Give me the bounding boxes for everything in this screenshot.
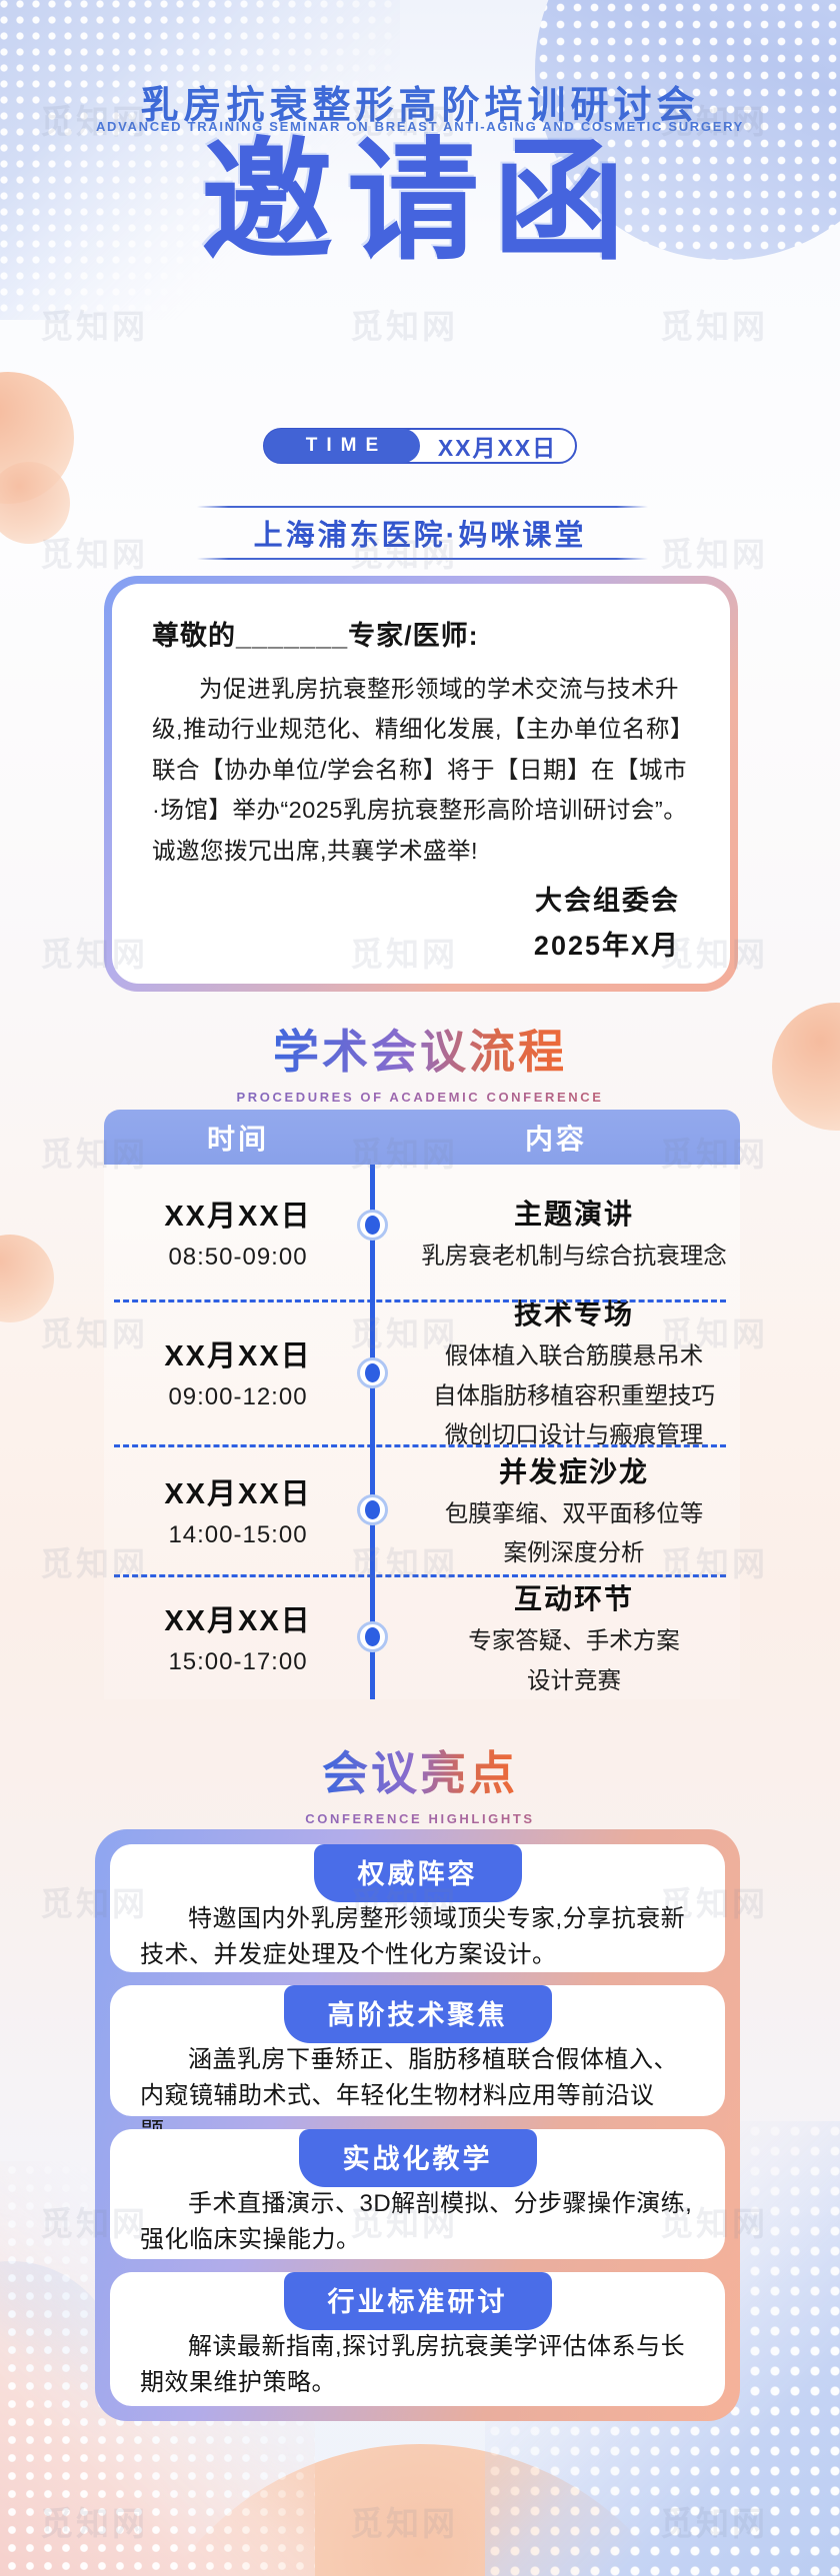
highlights-section-title: 会议亮点 bbox=[322, 1737, 518, 1803]
event-title: 乳房抗衰整形高阶培训研讨会 bbox=[140, 85, 700, 127]
letter-inner: 尊敬的_______专家/医师: 为促进乳房抗衰整形领域的学术交流与技术升级,推… bbox=[112, 584, 730, 984]
table-row: XX月XX日 08:50-09:00 主题演讲 乳房衰老机制与综合抗衰理念 bbox=[104, 1165, 740, 1299]
highlights-section-header: 会议亮点 CONFERENCE HIGHLIGHTS bbox=[0, 1737, 840, 1826]
main-title: 邀请函 bbox=[201, 128, 639, 275]
schedule-section-title: 学术会议流程 bbox=[273, 1016, 567, 1082]
highlight-card: 实战化教学 手术直播演示、3D解剖模拟、分步骤操作演练,强化临床实操能力。 bbox=[110, 2129, 725, 2259]
highlight-text: 解读最新指南,探讨乳房抗衰美学评估体系与长期效果维护策略。 bbox=[140, 2333, 686, 2396]
schedule-table: 时间 内容 XX月XX日 08:50-09:00 主题演讲 乳房衰老机制与综合抗… bbox=[104, 1110, 740, 1699]
letter-signoff-date: 2025年X月 bbox=[533, 930, 680, 961]
row-title: 技术专场 bbox=[513, 1298, 634, 1330]
letter-salutation: 尊敬的_______专家/医师: bbox=[152, 621, 479, 651]
timeline-dot bbox=[357, 1357, 388, 1388]
invitation-letter-card: 尊敬的_______专家/医师: 为促进乳房抗衰整形领域的学术交流与技术升级,推… bbox=[104, 576, 738, 992]
table-row: XX月XX日 14:00-15:00 并发症沙龙 包膜挛缩、双平面移位等 案例深… bbox=[104, 1444, 740, 1574]
row-time: 08:50-09:00 bbox=[168, 1244, 308, 1271]
highlights-panel: 权威阵容 特邀国内外乳房整形领域顶尖专家,分享抗衰新技术、并发症处理及个性化方案… bbox=[95, 1829, 740, 2421]
highlight-text: 手术直播演示、3D解剖模拟、分步骤操作演练,强化临床实操能力。 bbox=[140, 2190, 693, 2253]
row-title: 并发症沙龙 bbox=[498, 1455, 649, 1487]
row-separator bbox=[114, 1574, 726, 1577]
row-separator bbox=[114, 1299, 726, 1302]
row-detail: 乳房衰老机制与综合抗衰理念 bbox=[421, 1242, 727, 1269]
highlight-label: 行业标准研讨 bbox=[283, 2272, 552, 2330]
highlight-label: 实战化教学 bbox=[298, 2129, 537, 2187]
row-date: XX月XX日 bbox=[164, 1201, 312, 1233]
table-row: XX月XX日 09:00-12:00 技术专场 假体植入联合筋膜悬吊术 自体脂肪… bbox=[104, 1298, 740, 1447]
row-detail: 设计竞赛 bbox=[527, 1666, 621, 1693]
row-detail: 专家答疑、手术方案 bbox=[468, 1627, 680, 1654]
schedule-section-header: 学术会议流程 PROCEDURES OF ACADEMIC CONFERENCE bbox=[0, 1016, 840, 1105]
divider-line-top bbox=[197, 506, 648, 508]
divider-line-bottom bbox=[197, 558, 648, 560]
row-detail: 假体植入联合筋膜悬吊术 bbox=[444, 1342, 704, 1369]
letter-signoff-org: 大会组委会 bbox=[535, 886, 680, 917]
schedule-table-header: 时间 内容 bbox=[104, 1110, 740, 1165]
column-header-content: 内容 bbox=[524, 1123, 587, 1155]
row-detail: 自体脂肪移植容积重塑技巧 bbox=[433, 1381, 715, 1408]
halftone-dots-top-left bbox=[0, 0, 400, 320]
highlight-card: 权威阵容 特邀国内外乳房整形领域顶尖专家,分享抗衰新技术、并发症处理及个性化方案… bbox=[110, 1844, 725, 1972]
row-detail: 微创切口设计与瘢痕管理 bbox=[444, 1421, 704, 1448]
letter-signoff: 大会组委会 2025年X月 bbox=[152, 879, 690, 968]
highlight-text: 特邀国内外乳房整形领域顶尖专家,分享抗衰新技术、并发症处理及个性化方案设计。 bbox=[140, 1905, 686, 1968]
schedule-section-subtitle: PROCEDURES OF ACADEMIC CONFERENCE bbox=[0, 1090, 840, 1105]
letter-body: 为促进乳房抗衰整形领域的学术交流与技术升级,推动行业规范化、精细化发展,【主办单… bbox=[152, 676, 688, 864]
row-time: 15:00-17:00 bbox=[168, 1648, 308, 1675]
row-time: 14:00-15:00 bbox=[168, 1520, 308, 1548]
timeline-dot bbox=[357, 1494, 388, 1525]
row-date: XX月XX日 bbox=[164, 1340, 312, 1372]
table-row: XX月XX日 15:00-17:00 互动环节 专家答疑、手术方案 设计竞赛 bbox=[104, 1574, 740, 1699]
timeline-dot bbox=[357, 1621, 388, 1652]
time-label: TIME bbox=[264, 429, 420, 463]
time-pill: TIME XX月XX日 bbox=[263, 428, 577, 464]
row-title: 主题演讲 bbox=[513, 1198, 634, 1230]
row-detail: 案例深度分析 bbox=[503, 1539, 645, 1565]
peach-circle-left-small bbox=[0, 462, 70, 544]
row-title: 互动环节 bbox=[513, 1583, 634, 1615]
highlight-card: 高阶技术聚焦 涵盖乳房下垂矫正、脂肪移植联合假体植入、内窥镜辅助术式、年轻化生物… bbox=[110, 1985, 725, 2145]
highlights-section-subtitle: CONFERENCE HIGHLIGHTS bbox=[0, 1811, 840, 1826]
row-separator bbox=[114, 1444, 726, 1447]
row-detail: 包膜挛缩、双平面移位等 bbox=[444, 1499, 704, 1526]
row-date: XX月XX日 bbox=[164, 1477, 312, 1510]
column-header-time: 时间 bbox=[206, 1123, 269, 1155]
event-subtitle-en: ADVANCED TRAINING SEMINAR ON BREAST ANTI… bbox=[95, 119, 745, 134]
highlight-card: 行业标准研讨 解读最新指南,探讨乳房抗衰美学评估体系与长期效果维护策略。 bbox=[110, 2272, 725, 2406]
time-value: XX月XX日 bbox=[437, 435, 558, 461]
highlight-label: 高阶技术聚焦 bbox=[283, 1985, 552, 2043]
venue-text: 上海浦东医院·妈咪课堂 bbox=[253, 520, 587, 552]
schedule-table-body: XX月XX日 08:50-09:00 主题演讲 乳房衰老机制与综合抗衰理念 XX… bbox=[104, 1165, 740, 1699]
timeline-line bbox=[370, 1165, 375, 1699]
row-date: XX月XX日 bbox=[164, 1605, 312, 1637]
timeline-dot bbox=[357, 1210, 388, 1241]
highlight-text: 涵盖乳房下垂矫正、脂肪移植联合假体植入、内窥镜辅助术式、年轻化生物材料应用等前沿… bbox=[140, 2046, 678, 2145]
highlight-label: 权威阵容 bbox=[313, 1844, 522, 1902]
row-time: 09:00-12:00 bbox=[168, 1383, 308, 1410]
